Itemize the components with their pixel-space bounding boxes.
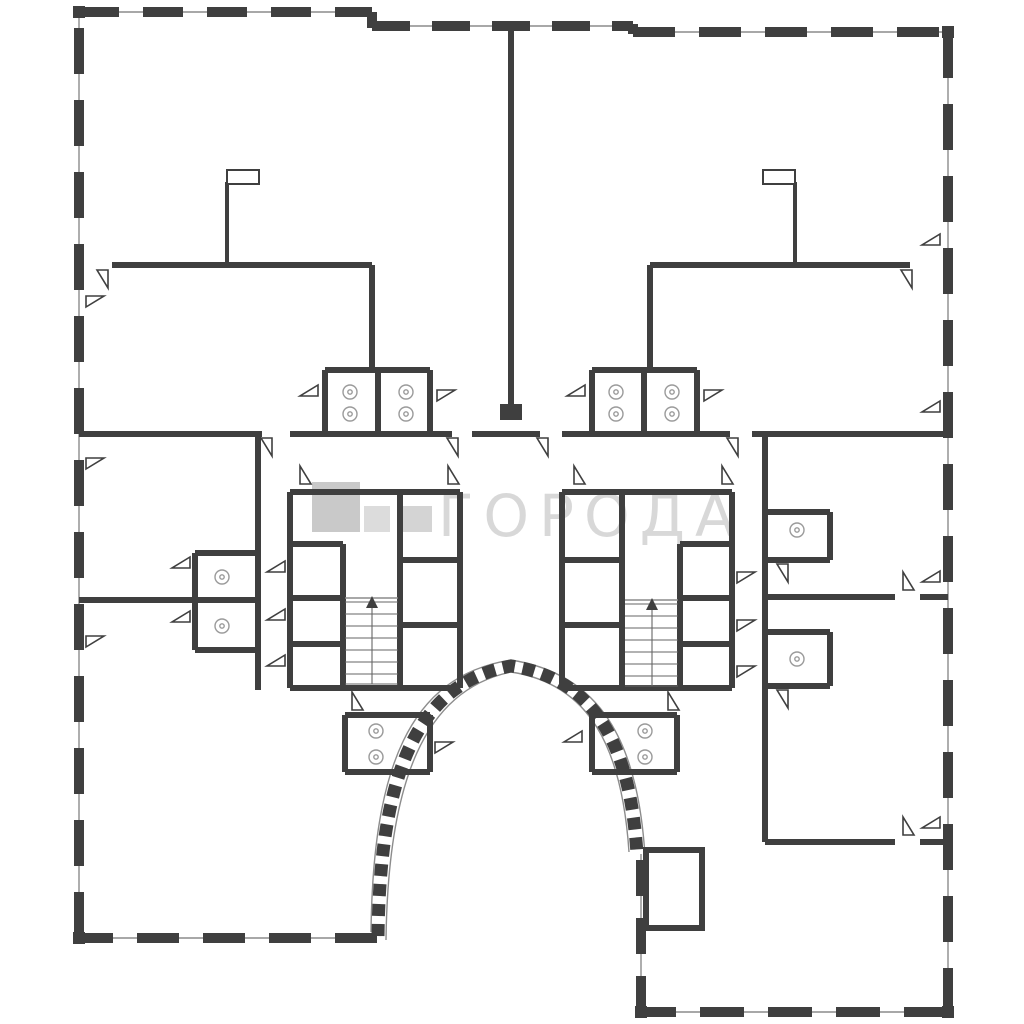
toilet-icon — [214, 618, 230, 634]
toilet-icon — [368, 723, 384, 739]
door-marker — [667, 691, 680, 711]
door-marker — [260, 437, 273, 457]
door-marker — [703, 389, 723, 402]
watermark-logo-block — [398, 506, 432, 532]
toilet-icon — [789, 522, 805, 538]
door-marker — [299, 384, 319, 397]
watermark-logo-block — [364, 506, 390, 532]
door-marker — [900, 269, 913, 289]
door-marker — [351, 691, 364, 711]
door-marker — [266, 560, 286, 573]
duct-box — [226, 169, 260, 185]
central-spine-foot — [500, 404, 522, 420]
door-marker — [536, 437, 549, 457]
wall-corner — [942, 1006, 954, 1018]
toilet-icon — [637, 723, 653, 739]
stair-arrow-head — [646, 598, 658, 610]
balcony-arch — [370, 659, 646, 941]
door-marker — [736, 571, 756, 584]
stair-arrow-head — [366, 596, 378, 608]
staircase-left — [345, 596, 398, 685]
door-marker — [721, 465, 734, 485]
door-marker — [726, 437, 739, 457]
toilet-icon — [664, 384, 680, 400]
toilet-icon — [342, 384, 358, 400]
toilet-icon — [214, 569, 230, 585]
door-marker — [96, 269, 109, 289]
door-marker — [776, 689, 789, 709]
toilet-icon — [789, 651, 805, 667]
toilet-icon — [398, 384, 414, 400]
wall-corner — [73, 6, 85, 18]
door-marker — [776, 563, 789, 583]
staircase-right — [625, 598, 678, 687]
door-marker — [266, 654, 286, 667]
wall-corner — [635, 1006, 647, 1018]
door-marker — [736, 665, 756, 678]
toilet-icon — [368, 749, 384, 765]
door-marker — [921, 400, 941, 413]
toilet-icon — [398, 406, 414, 422]
door-marker — [171, 610, 191, 623]
shaft-box — [643, 847, 705, 931]
door-marker — [566, 384, 586, 397]
door-marker — [434, 741, 454, 754]
door-marker — [573, 465, 586, 485]
door-marker — [921, 233, 941, 246]
door-marker — [736, 619, 756, 632]
toilet-icon — [637, 749, 653, 765]
door-marker — [299, 465, 312, 485]
door-marker — [85, 457, 105, 470]
wall-corner — [73, 932, 85, 944]
door-marker — [85, 635, 105, 648]
door-marker — [85, 295, 105, 308]
door-marker — [921, 570, 941, 583]
toilet-icon — [608, 384, 624, 400]
door-marker — [563, 730, 583, 743]
toilet-icon — [608, 406, 624, 422]
door-marker — [447, 465, 460, 485]
door-marker — [902, 571, 915, 591]
toilet-icon — [664, 406, 680, 422]
interior-walls — [79, 27, 948, 931]
door-marker — [171, 556, 191, 569]
exterior-walls — [73, 6, 954, 1018]
door-marker — [266, 608, 286, 621]
wall-corner — [942, 26, 954, 38]
fixtures — [214, 384, 805, 765]
toilet-icon — [342, 406, 358, 422]
door-marker — [902, 816, 915, 836]
door-marker — [446, 437, 459, 457]
duct-box — [762, 169, 796, 185]
door-marker — [436, 389, 456, 402]
door-marker — [921, 816, 941, 829]
